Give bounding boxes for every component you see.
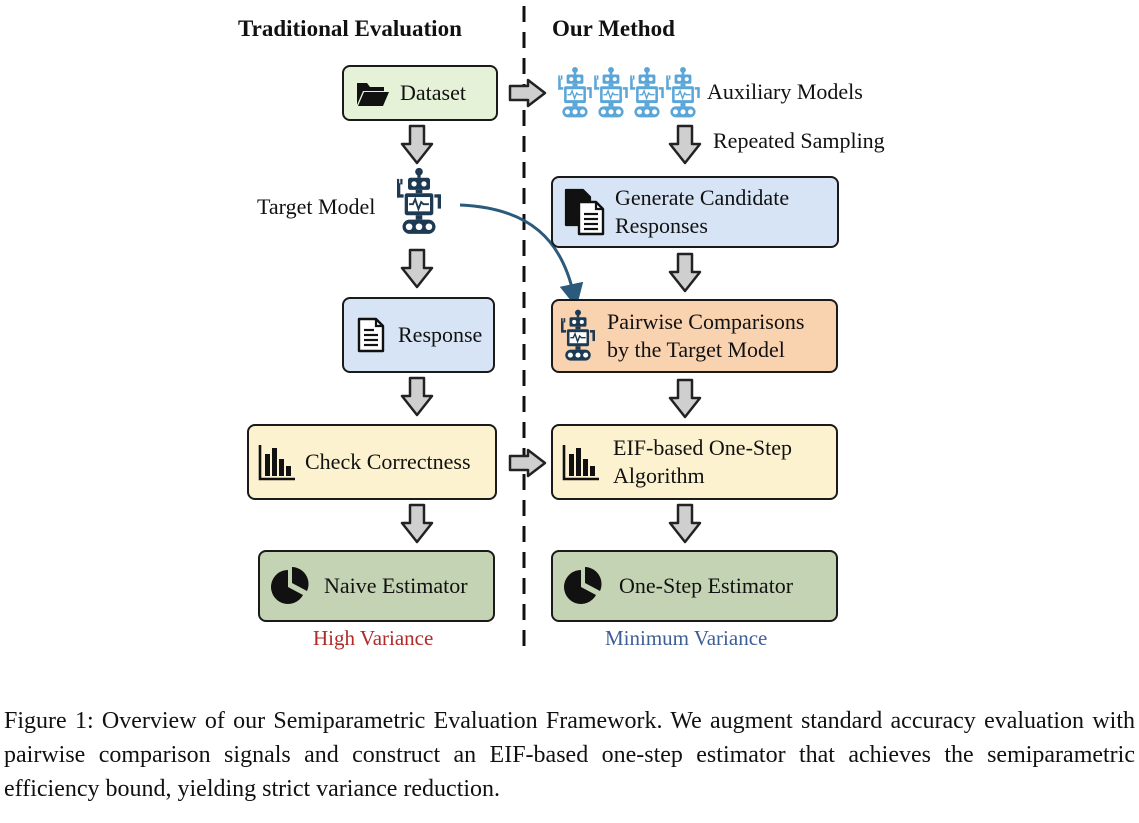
header-traditional-evaluation: Traditional Evaluation bbox=[238, 16, 462, 41]
figure-caption: Figure 1: Overview of our Semiparametric… bbox=[4, 708, 1135, 802]
eif-algorithm-box: EIF-based One-Step Algorithm bbox=[551, 424, 838, 500]
one-step-estimator-label: One-Step Estimator bbox=[619, 573, 794, 598]
pairwise-comparisons-line1: Pairwise Comparisons bbox=[607, 309, 805, 334]
robot-icon bbox=[561, 309, 595, 363]
eif-algorithm-line1: EIF-based One-Step bbox=[613, 435, 793, 460]
check-correctness-box: Check Correctness bbox=[247, 424, 497, 500]
auxiliary-robot-icon bbox=[630, 67, 664, 119]
auxiliary-robot-icon bbox=[594, 67, 628, 119]
generate-candidate-box: Generate Candidate Responses bbox=[551, 176, 839, 248]
dataset-label: Dataset bbox=[400, 80, 466, 105]
column-divider bbox=[522, 6, 526, 650]
response-box: Response bbox=[342, 297, 495, 373]
generate-candidate-line2: Responses bbox=[615, 213, 708, 238]
dataset-box: Dataset bbox=[342, 65, 498, 121]
pairwise-comparisons-box: Pairwise Comparisons by the Target Model bbox=[551, 299, 838, 373]
generate-candidate-line1: Generate Candidate bbox=[615, 185, 790, 210]
target-model-label: Target Model bbox=[257, 194, 376, 219]
response-label: Response bbox=[398, 322, 483, 347]
auxiliary-models-label: Auxiliary Models bbox=[707, 79, 863, 104]
arrow-down-icon bbox=[668, 124, 702, 166]
header-our-method: Our Method bbox=[552, 16, 675, 41]
eif-algorithm-line2: Algorithm bbox=[613, 463, 705, 488]
documents-icon bbox=[563, 187, 607, 237]
arrow-down-icon bbox=[668, 378, 702, 420]
bar-chart-icon bbox=[561, 442, 601, 482]
naive-estimator-label: Naive Estimator bbox=[324, 573, 468, 598]
framework-diagram: Traditional Evaluation Our Method Datase… bbox=[238, 6, 885, 650]
folder-icon bbox=[356, 78, 390, 108]
minimum-variance-label: Minimum Variance bbox=[605, 626, 768, 650]
arrow-down-icon bbox=[668, 252, 702, 294]
pairwise-comparisons-line2: by the Target Model bbox=[607, 337, 785, 362]
naive-estimator-box: Naive Estimator bbox=[258, 550, 495, 622]
repeated-sampling-label: Repeated Sampling bbox=[713, 128, 885, 153]
target-to-pairwise-connector bbox=[459, 203, 584, 308]
arrow-down-icon bbox=[668, 503, 702, 545]
auxiliary-robot-icon bbox=[558, 67, 592, 119]
pie-chart-icon bbox=[563, 566, 603, 606]
high-variance-label: High Variance bbox=[313, 626, 434, 650]
one-step-estimator-box: One-Step Estimator bbox=[551, 550, 838, 622]
auxiliary-robot-icon bbox=[666, 67, 700, 119]
check-correctness-label: Check Correctness bbox=[305, 449, 471, 474]
